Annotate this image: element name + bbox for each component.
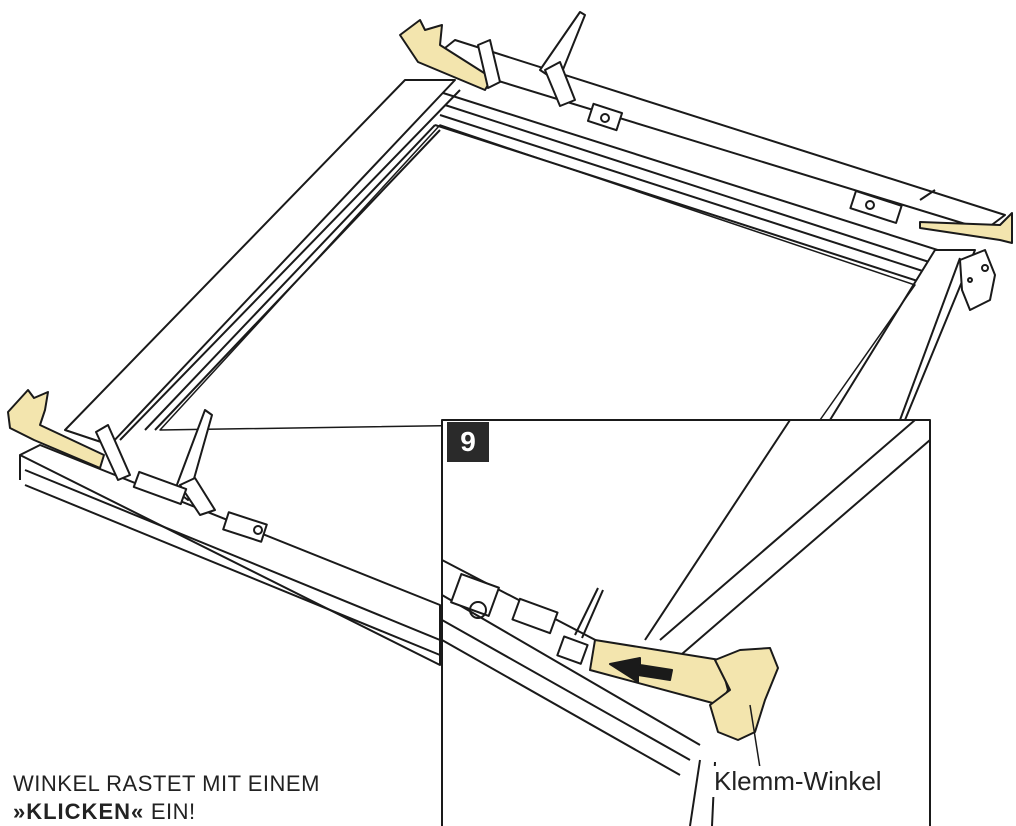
end-cap-right bbox=[959, 249, 996, 311]
callout-leader bbox=[749, 704, 761, 769]
clip-back-left bbox=[399, 11, 624, 132]
step-number-badge: 9 bbox=[447, 422, 489, 462]
clip-back-right bbox=[849, 189, 1013, 244]
clip-front-left bbox=[7, 389, 268, 543]
caption-line-2: »KLICKEN« EIN! bbox=[13, 798, 320, 826]
caption-line-1: WINKEL RASTET MIT EINEM bbox=[13, 771, 320, 796]
caption-line-2-rest: EIN! bbox=[144, 799, 196, 824]
detail-inset bbox=[441, 419, 931, 826]
push-arrow bbox=[609, 657, 673, 683]
instruction-caption: WINKEL RASTET MIT EINEM »KLICKEN« EIN! bbox=[13, 770, 320, 826]
clamp-angle-label: Klemm-Winkel bbox=[712, 766, 884, 797]
caption-click-word: »KLICKEN« bbox=[13, 799, 145, 824]
